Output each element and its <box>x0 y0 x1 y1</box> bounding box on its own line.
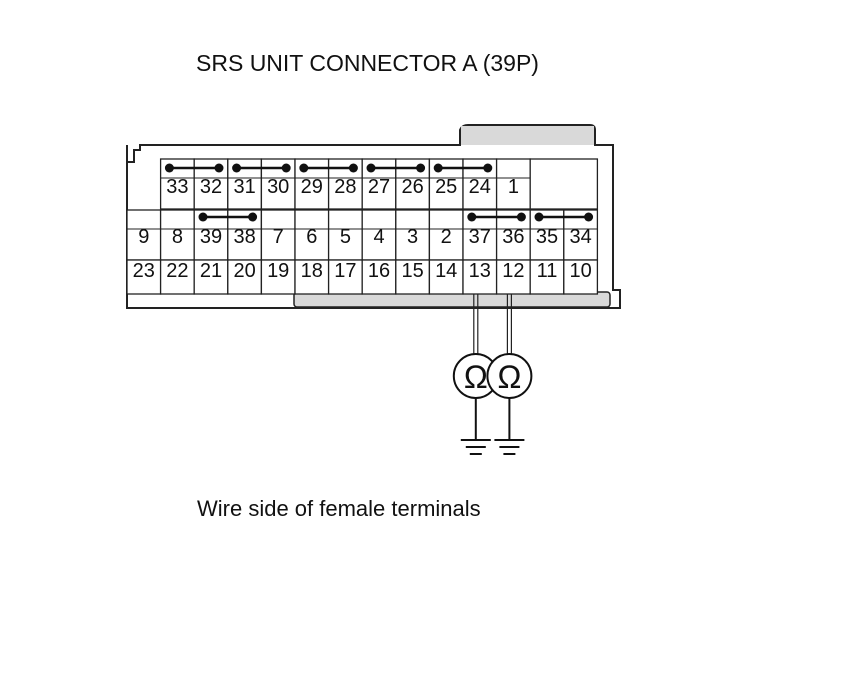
terminal-label: 21 <box>200 260 222 282</box>
terminal-label: 6 <box>306 226 317 248</box>
terminal-label: 25 <box>435 176 457 198</box>
terminal-cell <box>159 259 195 295</box>
terminal-cell <box>462 259 498 295</box>
terminal-label: 11 <box>537 260 558 282</box>
jumper-end-dot <box>534 212 544 222</box>
terminal-label: 29 <box>301 176 323 198</box>
terminal-cell <box>260 209 296 261</box>
jumper-end-dot <box>299 163 309 173</box>
terminal-label: 32 <box>200 176 222 198</box>
jumper-end-dot <box>483 163 493 173</box>
terminal-label: 27 <box>368 176 390 198</box>
terminal-label: 34 <box>569 226 591 248</box>
jumper-end-dot <box>164 163 174 173</box>
terminal-label: 33 <box>166 176 188 198</box>
terminal-label: 15 <box>401 260 423 282</box>
terminal-label: 18 <box>301 260 323 282</box>
jumper-end-dot <box>198 212 208 222</box>
jumper-end-dot <box>214 163 224 173</box>
terminal-label: 20 <box>233 260 255 282</box>
terminal-label: 4 <box>373 226 384 248</box>
jumper-end-dot <box>348 163 358 173</box>
terminal-cell <box>361 259 397 295</box>
terminal-label: 31 <box>233 176 255 198</box>
ohm-symbol: Ω <box>497 359 521 395</box>
terminal-cell <box>294 259 330 295</box>
terminal-cell <box>327 259 363 295</box>
blank-cell <box>529 158 599 210</box>
terminal-label: 38 <box>233 226 255 248</box>
connector-hood <box>461 126 594 145</box>
terminal-cell <box>193 259 229 295</box>
terminal-label: 7 <box>273 226 284 248</box>
jumper-end-dot <box>366 163 376 173</box>
terminal-label: 9 <box>138 226 149 248</box>
terminal-label: 36 <box>502 226 524 248</box>
terminal-label: 3 <box>407 226 418 248</box>
terminal-cell <box>495 259 531 295</box>
terminal-label: 23 <box>133 260 155 282</box>
terminal-cell <box>563 259 599 295</box>
terminal-cell <box>126 209 162 261</box>
terminal-label: 24 <box>469 176 491 198</box>
terminal-label: 10 <box>569 260 591 282</box>
terminal-label: 39 <box>200 226 222 248</box>
jumper-end-dot <box>416 163 426 173</box>
connector-title: SRS UNIT CONNECTOR A (39P) <box>196 50 539 76</box>
jumper-layer <box>164 163 594 222</box>
terminal-label: 12 <box>502 260 524 282</box>
terminal-label: 26 <box>401 176 423 198</box>
terminal-label: 5 <box>340 226 351 248</box>
jumper-end-dot <box>433 163 443 173</box>
terminal-label: 37 <box>469 226 491 248</box>
terminal-label: 1 <box>508 176 519 198</box>
jumper-end-dot <box>516 212 526 222</box>
terminal-label: 13 <box>469 260 491 282</box>
jumper-end-dot <box>584 212 594 222</box>
caption-wire-side: Wire side of female terminals <box>197 496 481 521</box>
jumper-end-dot <box>281 163 291 173</box>
terminal-cell <box>126 259 162 295</box>
ohm-symbol: Ω <box>464 359 488 395</box>
terminal-label: 17 <box>334 260 356 282</box>
terminal-label: 28 <box>334 176 356 198</box>
terminal-label: 2 <box>441 226 452 248</box>
jumper-end-dot <box>467 212 477 222</box>
terminal-label: 16 <box>368 260 390 282</box>
terminal-label: 14 <box>435 260 457 282</box>
jumper-end-dot <box>232 163 242 173</box>
terminal-label: 8 <box>172 226 183 248</box>
terminal-label: 35 <box>536 226 558 248</box>
terminal-label: 19 <box>267 260 289 282</box>
terminal-cell <box>260 259 296 295</box>
jumper-end-dot <box>248 212 258 222</box>
terminal-label: 30 <box>267 176 289 198</box>
terminal-label: 22 <box>166 260 188 282</box>
